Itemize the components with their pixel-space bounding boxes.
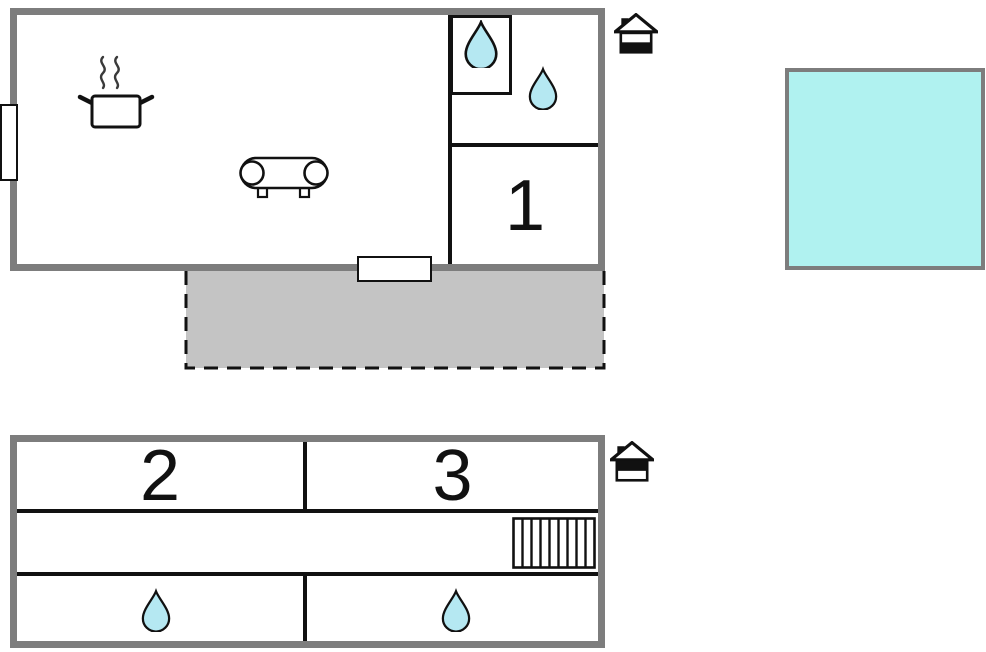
- house-ground-floor-icon: [614, 13, 658, 54]
- wall-corridor-bottom: [17, 572, 598, 576]
- wall-rooms-corridor: [17, 509, 598, 513]
- water-drop-icon: [441, 588, 471, 632]
- room-2-label: 2: [139, 436, 181, 516]
- water-drop-icon: [464, 20, 498, 68]
- water-drop-icon: [528, 66, 558, 110]
- room-1-label: 1: [504, 165, 546, 246]
- cooking-pot-icon: [77, 55, 155, 129]
- wall-bottom-divider: [303, 572, 307, 641]
- stairs-icon: [512, 517, 596, 569]
- wall-living-bathroom: [448, 15, 452, 264]
- swimming-pool: [785, 68, 985, 270]
- sofa-icon: [239, 156, 329, 199]
- door: [357, 256, 432, 282]
- terrace: [184, 271, 606, 370]
- room-3-label: 3: [432, 436, 473, 516]
- house-first-floor-icon: [610, 441, 654, 482]
- ground-floor-outline: [10, 8, 605, 271]
- shower-cubicle: [450, 15, 512, 95]
- wall-bathroom-room1: [450, 143, 598, 147]
- wall-room2-room3: [303, 442, 307, 513]
- first-floor-outline: [10, 435, 605, 648]
- water-drop-icon: [141, 588, 171, 632]
- window: [0, 104, 18, 181]
